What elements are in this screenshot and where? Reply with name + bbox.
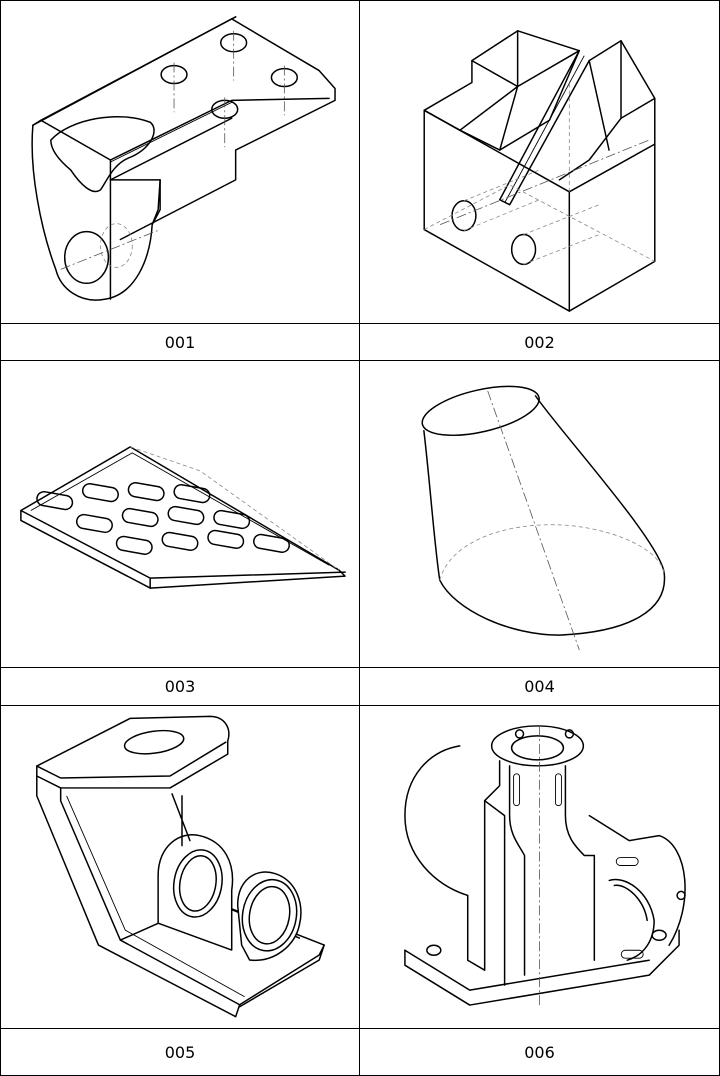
cell-004-picture <box>360 361 720 668</box>
v-block-icon <box>423 30 656 312</box>
cell-006-caption: 006 <box>360 1029 720 1076</box>
oblique-cone-icon <box>421 385 666 651</box>
bearing-bracket-icon <box>36 715 325 1018</box>
cell-001-picture <box>0 0 360 324</box>
cell-005-caption: 005 <box>0 1029 360 1076</box>
sectioned-housing-icon <box>404 725 686 1006</box>
cell-001-caption: 001 <box>0 324 360 361</box>
slotted-plate-icon <box>20 446 346 589</box>
cell-003-picture <box>0 361 360 668</box>
bracket-with-heart-cutout-icon <box>31 16 336 301</box>
cell-002-caption: 002 <box>360 324 720 361</box>
cell-002-picture <box>360 0 720 324</box>
cell-004-caption: 004 <box>360 668 720 706</box>
cell-003-caption: 003 <box>0 668 360 706</box>
cell-006-picture <box>360 706 720 1029</box>
cell-005-picture <box>0 706 360 1029</box>
